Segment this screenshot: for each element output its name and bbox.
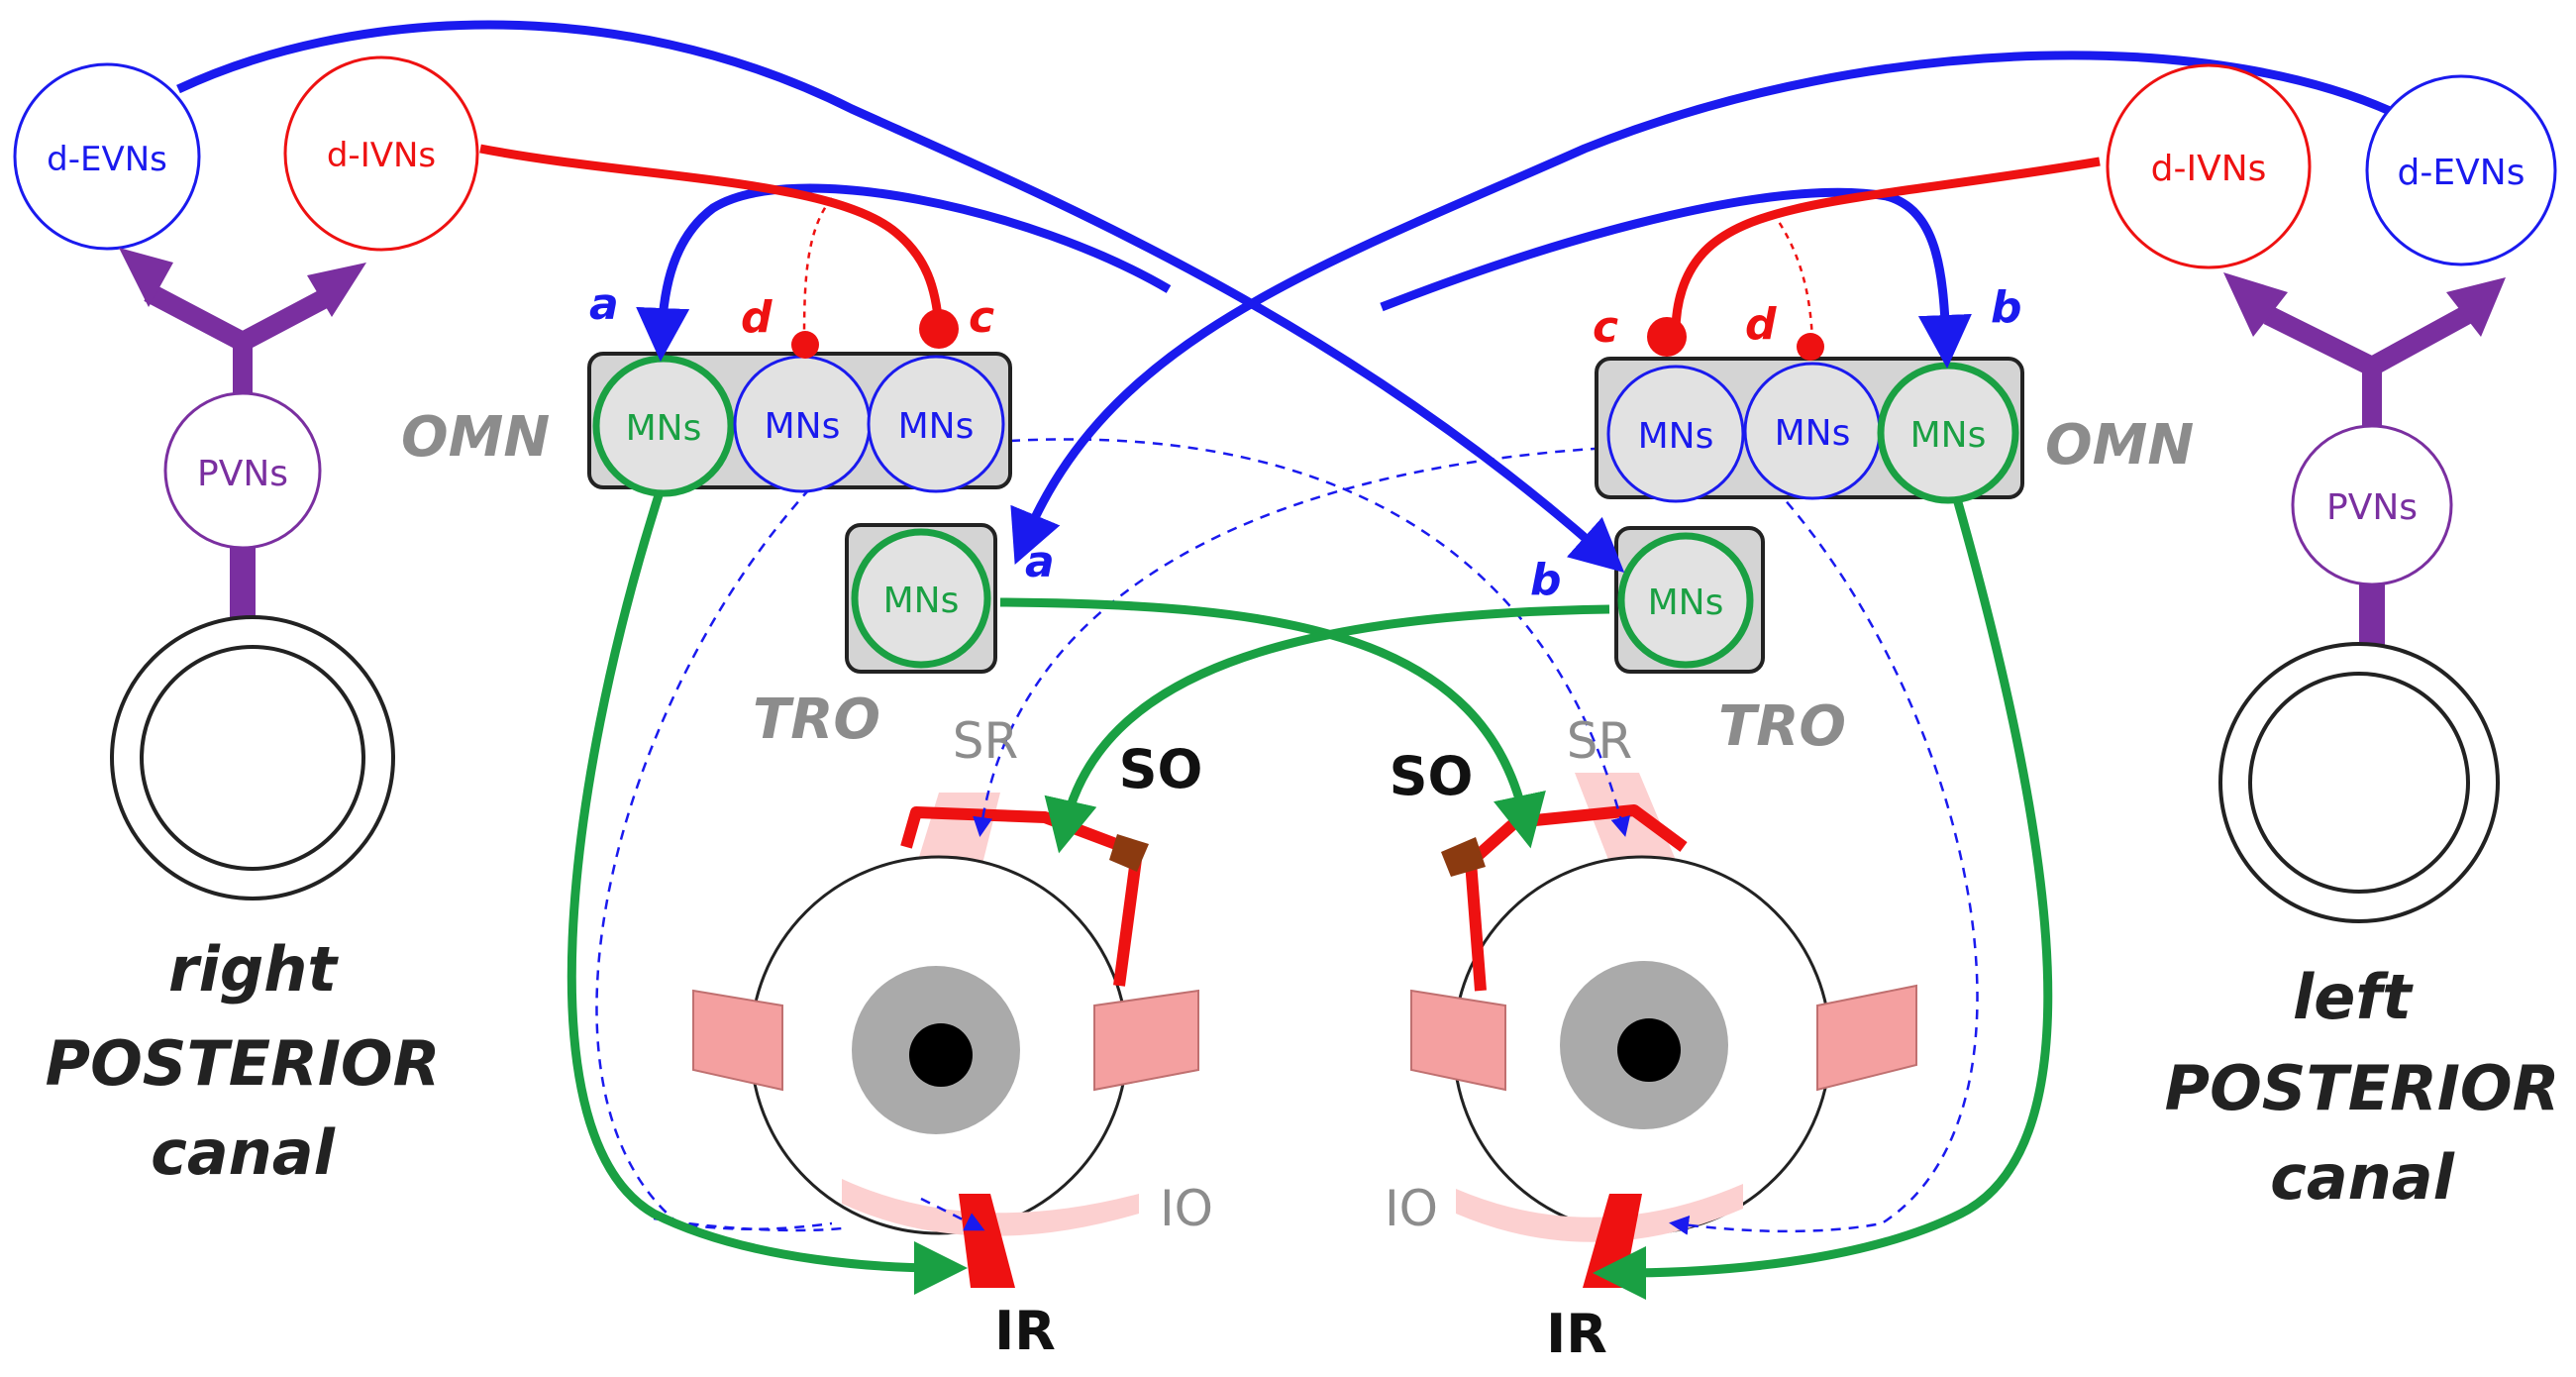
- left-omn-mn-d-label: MNs: [1775, 413, 1851, 454]
- left-divns-label: d-IVNs: [2151, 149, 2267, 189]
- right-divns-node: [283, 55, 479, 252]
- right-omn-mn-c: [867, 355, 1005, 493]
- right-tro-nucleus: [845, 523, 997, 674]
- tag-a-right-tro: a: [1025, 537, 1055, 587]
- right-canal-line-1: right: [168, 933, 339, 1006]
- right-devns-label: d-EVNs: [47, 140, 167, 179]
- tag-c-right-omn: c: [969, 292, 994, 343]
- left-tro-nucleus: [1614, 526, 1765, 674]
- green-right-omn-to-right-ir: [567, 493, 968, 1295]
- left-omn-mn-c-label: MNs: [1638, 416, 1714, 457]
- left-tro-mn-label: MNs: [1648, 583, 1724, 623]
- red-right-divns-to-c: [479, 144, 944, 328]
- left-divns-node: [2106, 63, 2312, 269]
- right-io-muscle: [842, 1179, 1139, 1236]
- tag-c-left-omn: c: [1593, 302, 1618, 353]
- right-canal-line-3: canal: [151, 1116, 336, 1189]
- green-left-omn-to-left-ir: [1593, 493, 2053, 1300]
- green-left-tro-to-right-so: [1044, 604, 1610, 854]
- blue-right-devns-branch-to-right-a: [636, 183, 1172, 362]
- right-tro-label: TRO: [753, 688, 880, 752]
- right-pupil: [909, 1023, 973, 1087]
- left-purple-arrow-right: [2446, 277, 2506, 337]
- tag-a-right-omn: a: [589, 279, 619, 330]
- inhibitory-projections: [479, 144, 2101, 343]
- left-lateral-muscle-left: [1410, 989, 1506, 1092]
- left-so-trochlea: [1441, 837, 1486, 877]
- blue-right-devns-to-left-b: [176, 20, 1625, 573]
- left-tro-label: TRO: [1718, 694, 1846, 759]
- tag-d-left-omn: d: [1745, 299, 1777, 350]
- left-sr-label: SR: [1567, 712, 1632, 770]
- left-canal-line-3: canal: [2270, 1141, 2455, 1214]
- right-omn-nucleus: [587, 352, 1012, 497]
- green-right-tro-to-left-so: [999, 597, 1546, 849]
- right-purple-arrow-left: [119, 248, 173, 307]
- left-omn-nucleus: [1595, 357, 2024, 504]
- dashed-right-ir-arrow: [920, 1197, 985, 1231]
- left-so-label: SO: [1390, 745, 1474, 807]
- right-tro-mn: [851, 528, 991, 669]
- left-purple-fork: [2263, 306, 2471, 426]
- right-so-label: SO: [1119, 738, 1203, 800]
- left-omn-mn-c: [1606, 365, 1745, 503]
- right-eye: [692, 793, 1199, 1288]
- red-left-divns-to-d: [1771, 212, 1814, 343]
- left-io-label: IO: [1385, 1180, 1438, 1237]
- motor-outputs: [567, 493, 2053, 1300]
- tag-b-left-omn: b: [1991, 282, 2022, 333]
- right-tro-mn-label: MNs: [883, 581, 960, 621]
- right-omn-mn-c-label: MNs: [898, 406, 975, 447]
- left-ir-label: IR: [1546, 1303, 1607, 1365]
- right-lateral-muscle-right: [1093, 989, 1199, 1092]
- right-purple-arrow-right: [307, 263, 366, 317]
- left-canal-inner: [2248, 672, 2470, 894]
- right-omn-mn-d-label: MNs: [765, 406, 841, 447]
- right-canal-caption: right POSTERIOR canal: [46, 933, 441, 1189]
- right-canal-inner: [140, 645, 365, 871]
- right-sr-label: SR: [953, 712, 1018, 770]
- left-eye: [1410, 773, 1917, 1288]
- red-terminal-d-left: [1797, 333, 1824, 361]
- red-right-divns-to-d: [802, 197, 833, 338]
- left-devns-label: d-EVNs: [2398, 153, 2525, 193]
- tag-d-right-omn: d: [741, 292, 773, 343]
- blue-left-devns-to-right-a: [1010, 51, 2410, 565]
- dashed-left-mn-to-right-io: [1669, 475, 1979, 1235]
- left-canal-line-1: left: [2293, 961, 2414, 1033]
- red-terminal-d-right: [791, 331, 819, 359]
- left-canal-caption: left POSTERIOR canal: [2165, 961, 2560, 1214]
- right-pvns-label: PVNs: [197, 454, 288, 494]
- left-pvns-label: PVNs: [2326, 487, 2418, 528]
- right-io-label: IO: [1160, 1180, 1213, 1237]
- right-purple-fork: [144, 283, 332, 393]
- red-terminal-c-right: [919, 309, 959, 349]
- right-omn-label: OMN: [401, 405, 550, 470]
- right-ir-label: IR: [994, 1300, 1056, 1362]
- tag-b-left-tro: b: [1530, 555, 1562, 605]
- right-omn-mn-a-label: MNs: [626, 408, 702, 449]
- dashed-left-to-right-sr: [973, 444, 1655, 837]
- left-pupil: [1617, 1018, 1681, 1082]
- red-left-divns-to-c: [1671, 157, 2101, 333]
- left-purple-arrow-left: [2223, 272, 2288, 337]
- right-vestibular: [13, 55, 479, 900]
- left-omn-label: OMN: [2045, 413, 2194, 477]
- left-canal-line-2: POSTERIOR: [2165, 1052, 2560, 1124]
- right-so-trochlea: [1109, 834, 1149, 872]
- left-vestibular: [2106, 63, 2557, 923]
- left-devns-node: [2365, 74, 2557, 266]
- right-divns-label: d-IVNs: [327, 136, 436, 175]
- right-devns-node: [13, 62, 201, 251]
- left-lateral-muscle-right: [1816, 984, 1917, 1092]
- right-canal-line-2: POSTERIOR: [46, 1027, 441, 1100]
- blue-left-devns-branch-to-left-b: [1380, 187, 1972, 369]
- red-terminal-c-left: [1647, 317, 1687, 357]
- dashed-right-to-left-sr: [1009, 438, 1631, 837]
- right-lateral-muscle-left: [692, 989, 783, 1092]
- left-tro-mn: [1617, 532, 1754, 669]
- left-omn-mn-b-label: MNs: [1910, 415, 1987, 456]
